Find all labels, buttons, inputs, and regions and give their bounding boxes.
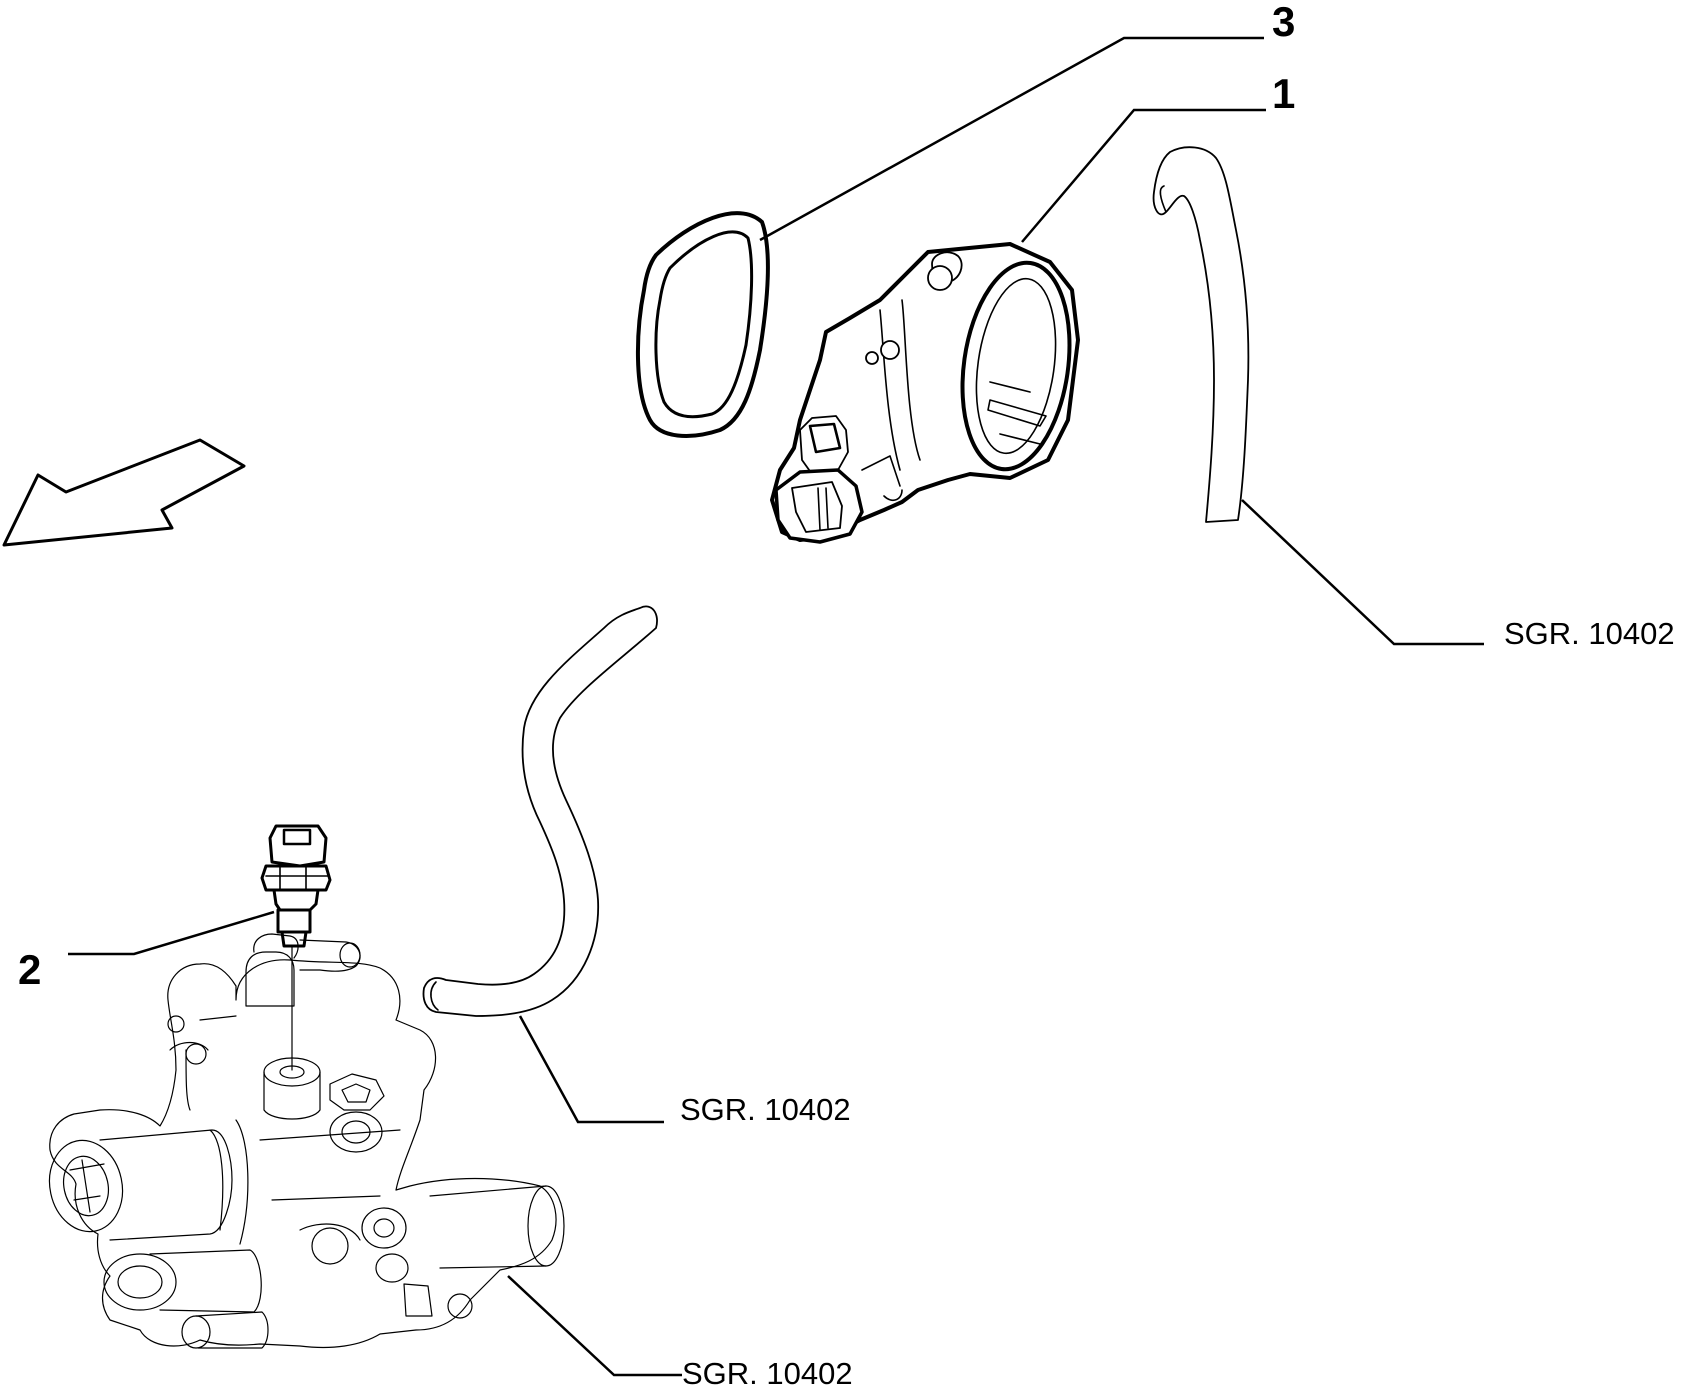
leader-thermostat-housing <box>507 1275 682 1377</box>
seal-ring-part-3 <box>635 211 770 438</box>
leader-1 <box>1021 108 1266 243</box>
leader-lines <box>68 36 1484 1377</box>
callout-3: 3 <box>1272 0 1295 45</box>
leader-2 <box>68 910 275 956</box>
leader-hose-upper <box>1241 499 1484 646</box>
callout-2: 2 <box>18 946 41 993</box>
callout-1: 1 <box>1272 70 1295 117</box>
throttle-body-part-1 <box>770 242 1080 544</box>
hose-upper <box>1152 146 1250 523</box>
temperature-sensor-part-2 <box>260 824 332 1071</box>
direction-arrow-icon <box>2 438 246 547</box>
thermostat-housing <box>48 933 565 1349</box>
ref-label-thermostat-housing: SGR. 10402 <box>682 1356 853 1391</box>
ref-label-hose-upper: SGR. 10402 <box>1504 616 1675 651</box>
leader-3 <box>759 36 1264 242</box>
leader-hose-lower <box>518 1015 664 1124</box>
ref-label-hose-lower: SGR. 10402 <box>680 1092 851 1127</box>
hose-lower <box>422 605 658 1017</box>
